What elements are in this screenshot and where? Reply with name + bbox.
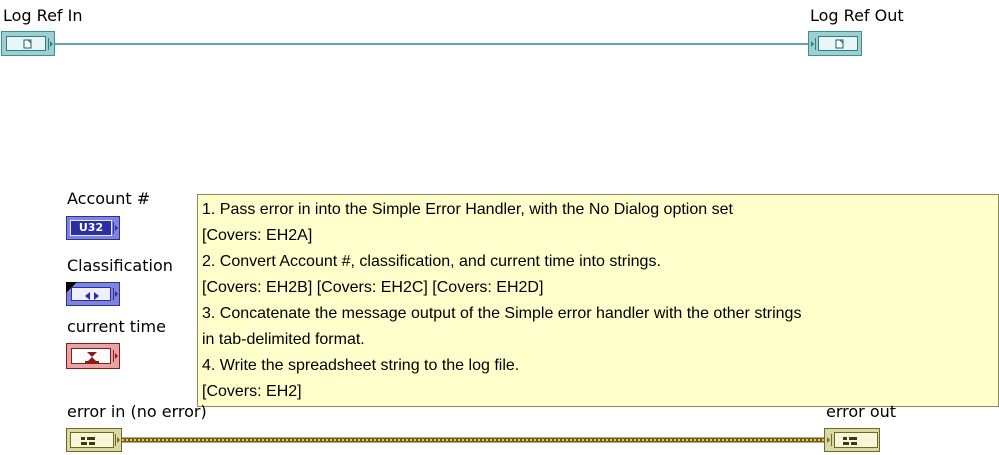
cluster-icon (843, 437, 857, 445)
comment-box[interactable]: 1. Pass error in into the Simple Error H… (197, 194, 999, 407)
timestamp-icon (85, 352, 99, 363)
error-out-terminal[interactable] (824, 428, 880, 452)
comment-line: [Covers: EH2B] [Covers: EH2C] [Covers: E… (202, 279, 544, 296)
comment-line: 4. Write the spreadsheet string to the l… (202, 357, 520, 374)
output-arrow-icon (113, 288, 118, 300)
log-ref-out-label: Log Ref Out (810, 6, 904, 25)
current-time-label: current time (67, 317, 166, 336)
comment-line: 1. Pass error in into the Simple Error H… (202, 201, 733, 218)
account-terminal[interactable]: U32 (66, 216, 120, 240)
enum-arrows-icon (85, 292, 99, 300)
output-arrow-icon (113, 222, 118, 234)
current-time-terminal[interactable] (66, 343, 120, 369)
log-ref-in-terminal[interactable] (1, 31, 55, 56)
comment-line: 3. Concatenate the message output of the… (202, 305, 802, 322)
account-label: Account # (67, 189, 151, 208)
comment-line: 2. Convert Account #, classification, an… (202, 253, 661, 270)
input-arrow-icon (811, 38, 816, 50)
cluster-icon (81, 437, 95, 445)
comment-line: in tab-delimited format. (202, 331, 365, 348)
output-arrow-icon (48, 38, 53, 50)
document-icon (835, 39, 844, 49)
error-out-label: error out (826, 402, 897, 421)
comment-line: [Covers: EH2] (202, 383, 302, 400)
classification-terminal[interactable] (66, 282, 120, 306)
error-in-label: error in (no error) (67, 402, 207, 421)
document-icon (23, 39, 32, 49)
input-arrow-icon (827, 434, 832, 446)
output-arrow-icon (113, 350, 118, 362)
log-ref-out-terminal[interactable] (808, 31, 862, 56)
error-in-terminal[interactable] (66, 428, 122, 452)
u32-type-badge: U32 (70, 220, 112, 236)
classification-label: Classification (67, 256, 173, 275)
comment-line: [Covers: EH2A] (202, 227, 313, 244)
output-arrow-icon (115, 434, 120, 446)
log-ref-in-label: Log Ref In (3, 6, 83, 25)
